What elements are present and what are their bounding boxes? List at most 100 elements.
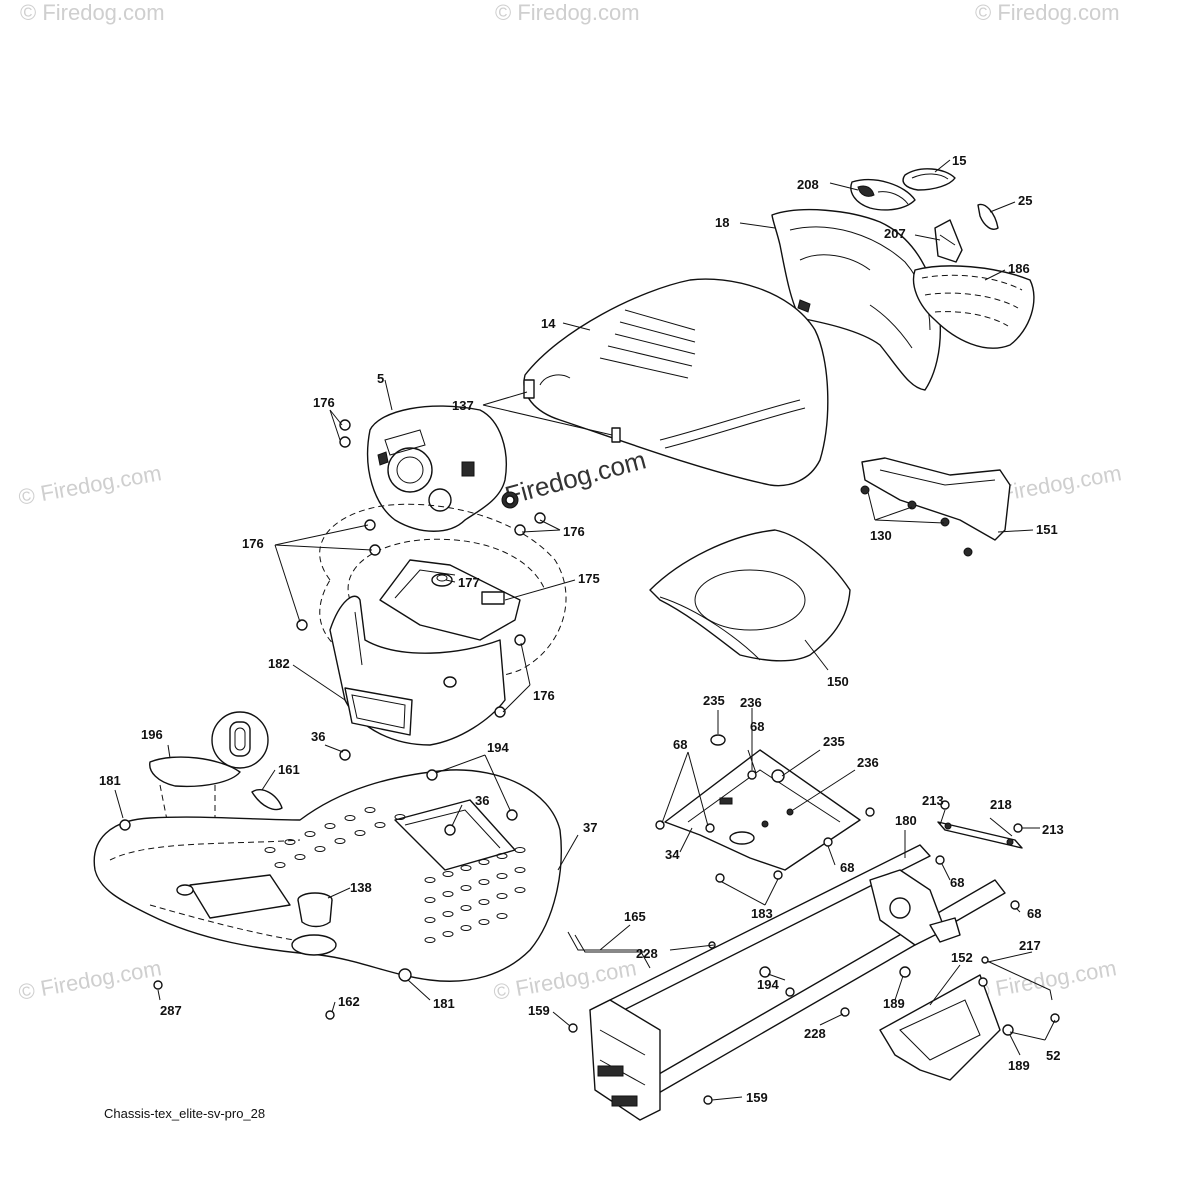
callout-68-center: 68: [840, 860, 854, 875]
part-hood-14: [523, 278, 829, 487]
floor-pan-slot: [424, 877, 436, 883]
callout-130: 130: [870, 528, 892, 543]
callout-181-left: 181: [99, 773, 121, 788]
floor-pan-slot: [284, 839, 296, 845]
part-headlight-assembly-208: [850, 179, 916, 211]
floor-pan-slot: [442, 871, 454, 877]
callout-218: 218: [990, 797, 1012, 812]
callout-175: 175: [578, 571, 600, 586]
floor-pan-slot: [496, 913, 508, 919]
watermark-center: Firedog.com: [502, 444, 649, 510]
callout-287: 287: [160, 1003, 182, 1018]
floor-pan-slots: [264, 807, 526, 943]
floor-pan-slot: [478, 859, 490, 865]
fasteners-floor-pan: [119, 749, 518, 1020]
floor-pan-slot: [424, 897, 436, 903]
diagram-caption: Chassis-tex_elite-sv-pro_28: [104, 1106, 266, 1121]
callout-236-top: 236: [740, 695, 762, 710]
part-dashboard-5: [366, 405, 519, 532]
callout-182: 182: [268, 656, 290, 671]
floor-pan-slot: [496, 853, 508, 859]
floor-pan-slot: [424, 937, 436, 943]
callout-14: 14: [541, 316, 556, 331]
floor-pan-slot: [514, 887, 526, 893]
part-lens-25: [977, 203, 999, 230]
callout-151: 151: [1036, 522, 1058, 537]
callout-180: 180: [895, 813, 917, 828]
callout-186: 186: [1008, 261, 1030, 276]
floor-pan-slot: [442, 931, 454, 937]
floor-pan-slot: [354, 830, 366, 836]
floor-pan-slot: [460, 925, 472, 931]
callout-161: 161: [278, 762, 300, 777]
part-bracket-218: [937, 821, 1023, 849]
callout-228-top: 228: [636, 946, 658, 961]
callout-36-middle: 36: [475, 793, 489, 808]
floor-pan-slot: [394, 814, 406, 820]
floor-pan-slot: [496, 893, 508, 899]
callout-150: 150: [827, 674, 849, 689]
floor-pan-slot: [294, 854, 306, 860]
callout-5: 5: [377, 371, 384, 386]
callouts: 15 208 25 18 207 186 14 5 176 137 176 17…: [99, 153, 1064, 1105]
part-rod-165: [567, 931, 651, 969]
callout-25: 25: [1018, 193, 1032, 208]
watermark-top-left: © Firedog.com: [20, 0, 165, 25]
floor-pan-slot: [496, 873, 508, 879]
watermark-top-center: © Firedog.com: [495, 0, 640, 25]
callout-34: 34: [665, 847, 680, 862]
part-shroud-150: [649, 529, 851, 662]
floor-pan-slot: [460, 885, 472, 891]
callout-228-bottom: 228: [804, 1026, 826, 1041]
part-pedal-pad-196: [149, 756, 241, 836]
watermark-top-right: © Firedog.com: [975, 0, 1120, 25]
floor-pan-slot: [304, 831, 316, 837]
callout-194-top: 194: [487, 740, 509, 755]
callout-165: 165: [624, 909, 646, 924]
callout-176-top: 176: [313, 395, 335, 410]
part-rod-217: [981, 956, 1053, 1001]
floor-pan-slot: [442, 911, 454, 917]
floor-pan-slot: [478, 879, 490, 885]
floor-pan-slot: [478, 899, 490, 905]
part-engine-plate-34: [664, 749, 861, 871]
floor-pan-slot: [274, 862, 286, 868]
fasteners-213: [935, 800, 1023, 910]
floor-pan-slot: [424, 917, 436, 923]
callout-217: 217: [1019, 938, 1041, 953]
callout-176-bottom: 176: [533, 688, 555, 703]
part-bracket-207: [934, 219, 963, 263]
callout-162: 162: [338, 994, 360, 1009]
callout-176-left: 176: [242, 536, 264, 551]
callout-68-top: 68: [750, 719, 764, 734]
callout-36-top: 36: [311, 729, 325, 744]
part-grille-housing-18: [771, 208, 942, 391]
watermark-bottom-right: © Firedog.com: [972, 955, 1119, 1005]
floor-pan-slot: [442, 891, 454, 897]
callout-15: 15: [952, 153, 966, 168]
part-rear-shield-152: [879, 974, 1001, 1081]
callout-236-right: 236: [857, 755, 879, 770]
callout-68-left: 68: [673, 737, 687, 752]
callout-52: 52: [1046, 1048, 1060, 1063]
callout-68-frame: 68: [950, 875, 964, 890]
callout-68-right: 68: [1027, 906, 1041, 921]
leader-lines: [114, 159, 1056, 1101]
callout-194-bottom: 194: [757, 977, 779, 992]
floor-pan-slot: [374, 822, 386, 828]
callout-235-right: 235: [823, 734, 845, 749]
part-detail-161: [211, 711, 283, 811]
watermark-mid-left: © Firedog.com: [17, 460, 164, 510]
callout-176-right: 176: [563, 524, 585, 539]
part-switch-177: [431, 573, 453, 587]
floor-pan-slot: [324, 823, 336, 829]
floor-pan-slot: [334, 838, 346, 844]
part-mount-bracket-151: [860, 457, 1011, 557]
part-console-182: [329, 595, 506, 746]
callout-189-right: 189: [1008, 1058, 1030, 1073]
callout-152: 152: [951, 950, 973, 965]
callout-213-top: 213: [922, 793, 944, 808]
floor-pan-slot: [514, 867, 526, 873]
callout-207: 207: [884, 226, 906, 241]
